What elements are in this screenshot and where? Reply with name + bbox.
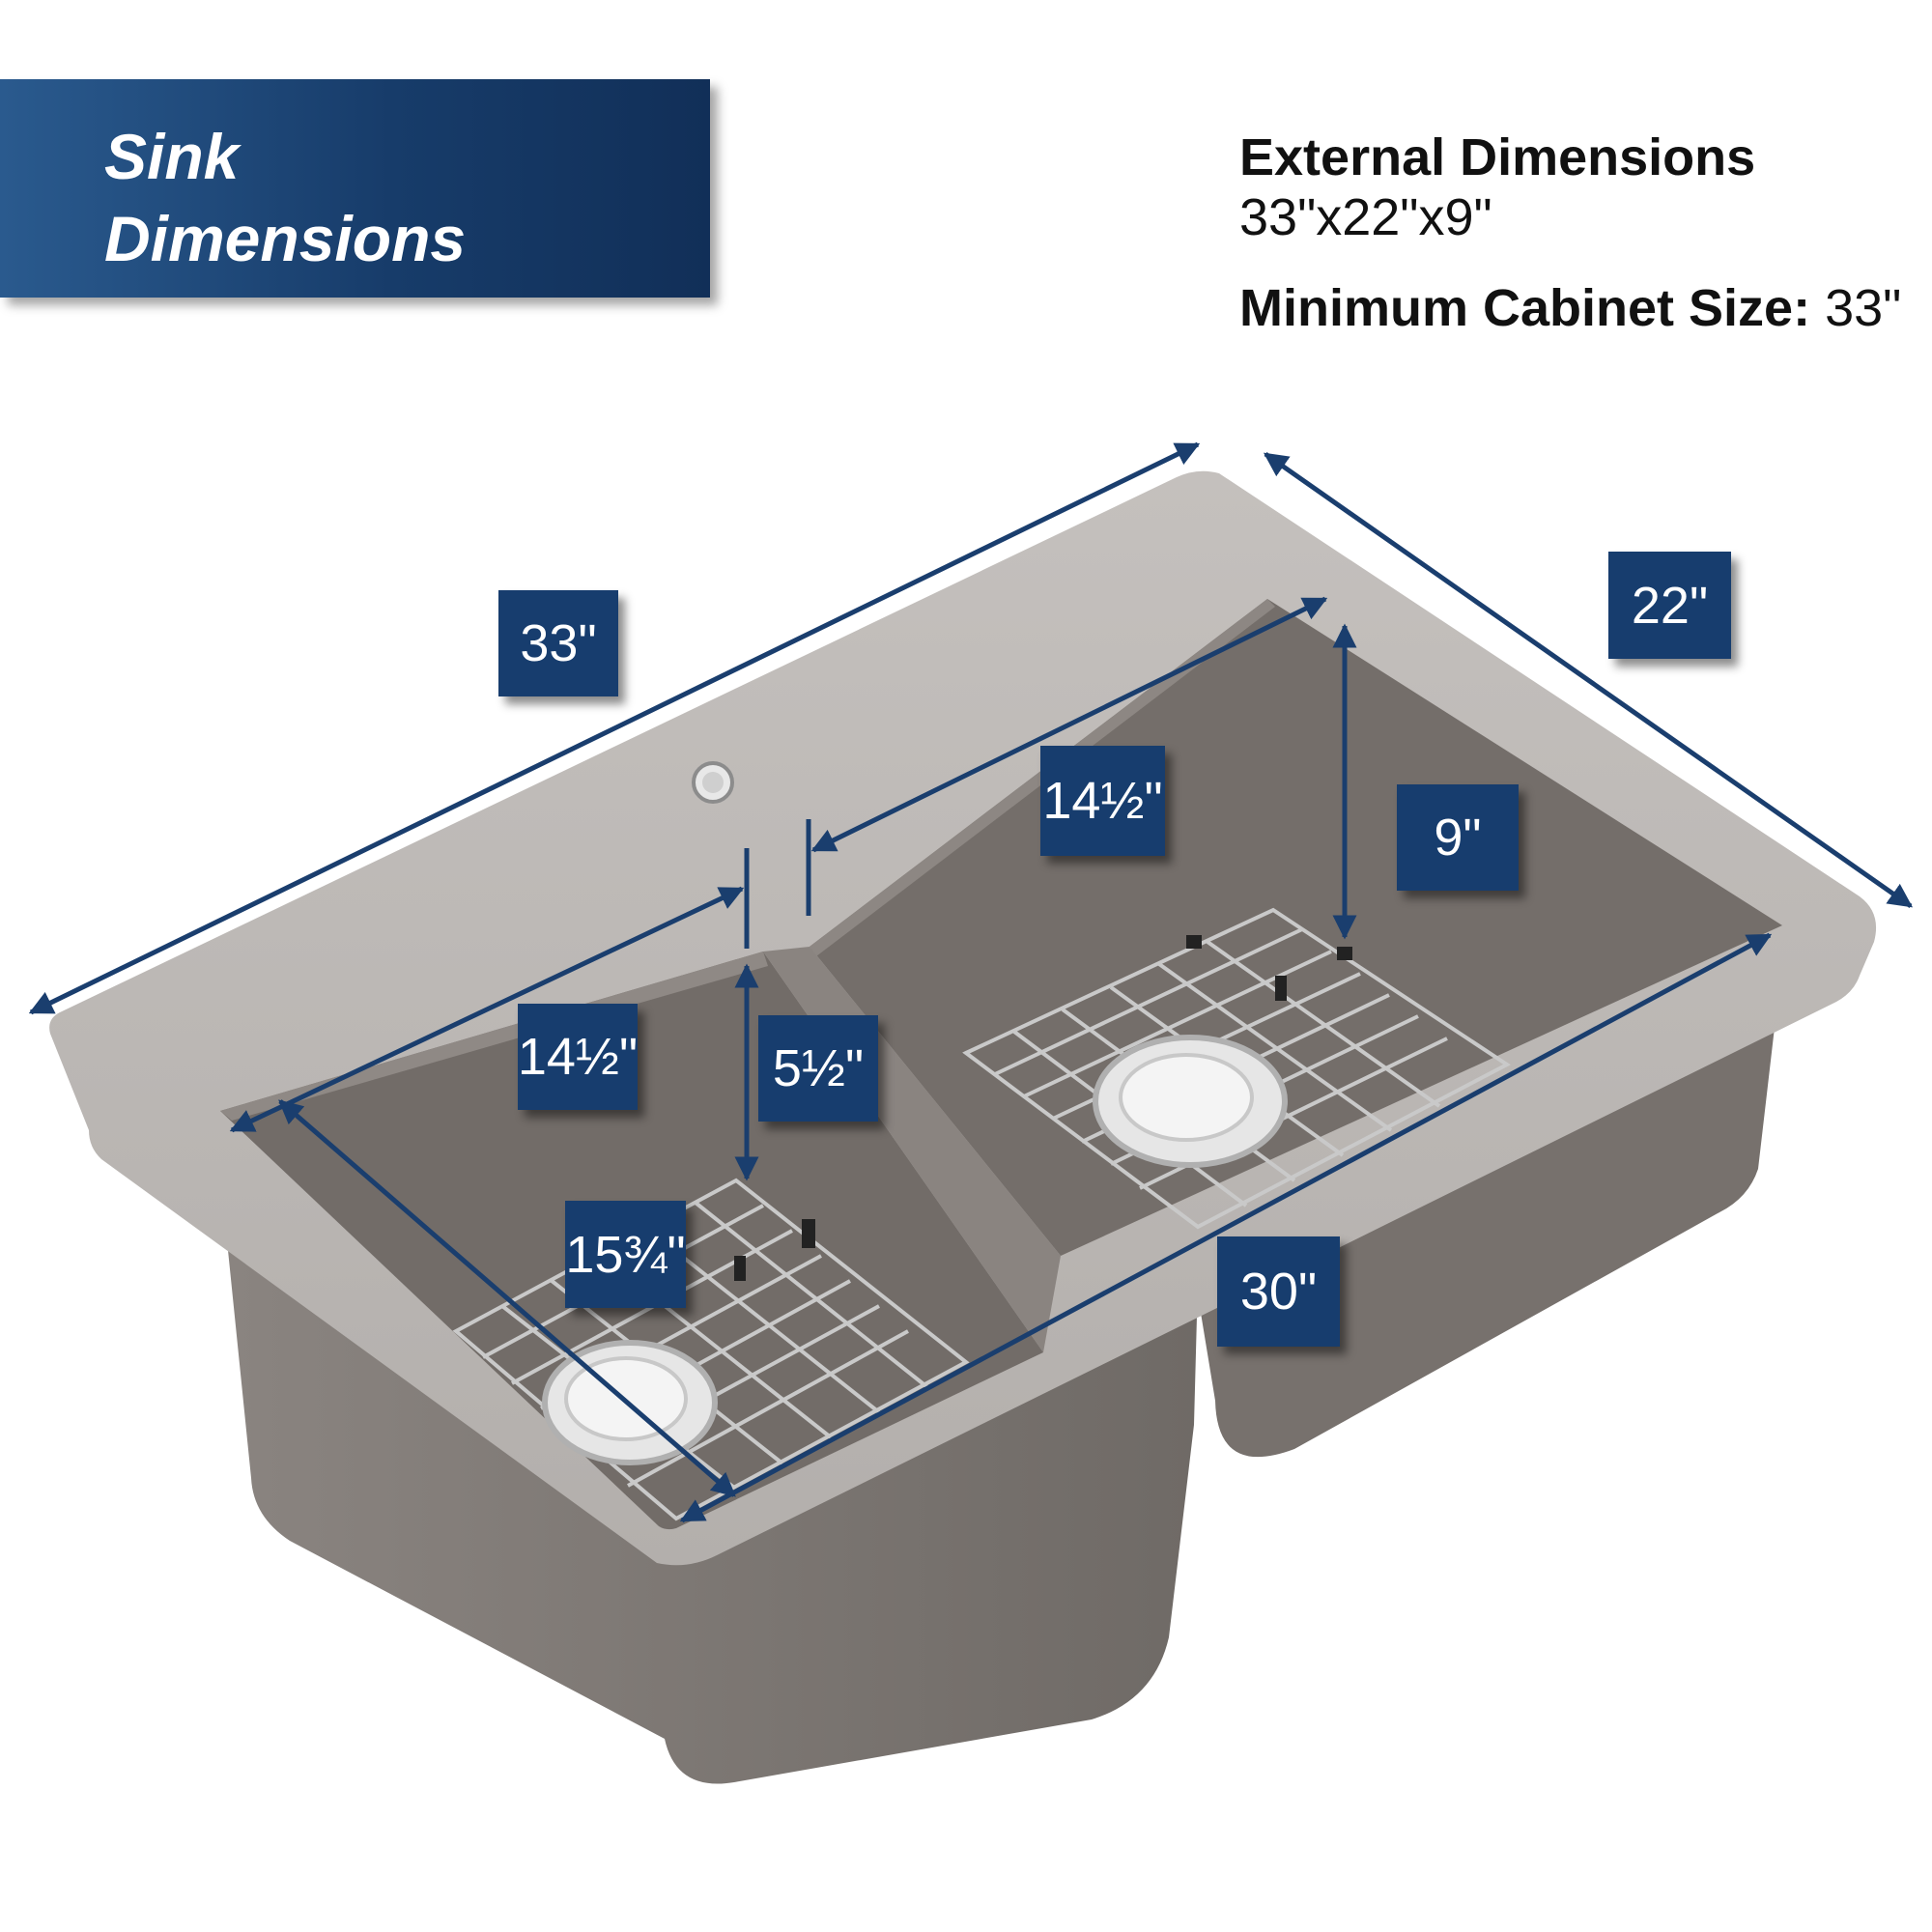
label-inner-length: 30" bbox=[1217, 1236, 1340, 1347]
label-bowl-depth: 9" bbox=[1397, 784, 1519, 891]
title-banner: Sink Dimensions bbox=[0, 79, 710, 298]
label-overall-length: 33" bbox=[498, 590, 618, 696]
external-dimensions-value: 33"x22"x9" bbox=[1239, 188, 1492, 246]
cabinet-size-value: 33" bbox=[1825, 279, 1902, 337]
label-divider-depth: 5½" bbox=[758, 1015, 878, 1122]
label-left-bowl-length: 15¾" bbox=[565, 1201, 686, 1308]
title-line-1: Sink bbox=[104, 121, 240, 192]
spec-block: External Dimensions 33"x22"x9" Minimum C… bbox=[1239, 128, 1901, 338]
label-left-bowl-width: 14½" bbox=[518, 1004, 638, 1110]
title-line-2: Dimensions bbox=[104, 203, 467, 274]
cabinet-size-heading: Minimum Cabinet Size: bbox=[1239, 279, 1811, 337]
arrow-right-bowl-width bbox=[810, 596, 1328, 853]
minimum-cabinet-size: Minimum Cabinet Size: 33" bbox=[1239, 278, 1901, 338]
label-overall-width: 22" bbox=[1608, 552, 1731, 659]
arrow-inner-length bbox=[679, 932, 1773, 1523]
arrow-overall-length bbox=[28, 441, 1201, 1015]
page-title: Sink Dimensions bbox=[104, 116, 466, 280]
label-right-bowl-width: 14½" bbox=[1040, 746, 1165, 856]
arrow-overall-width bbox=[1263, 451, 1914, 909]
arrow-left-bowl-length bbox=[278, 1099, 736, 1497]
external-dimensions-heading: External Dimensions bbox=[1239, 128, 1756, 186]
arrow-left-bowl-width bbox=[229, 886, 745, 1133]
